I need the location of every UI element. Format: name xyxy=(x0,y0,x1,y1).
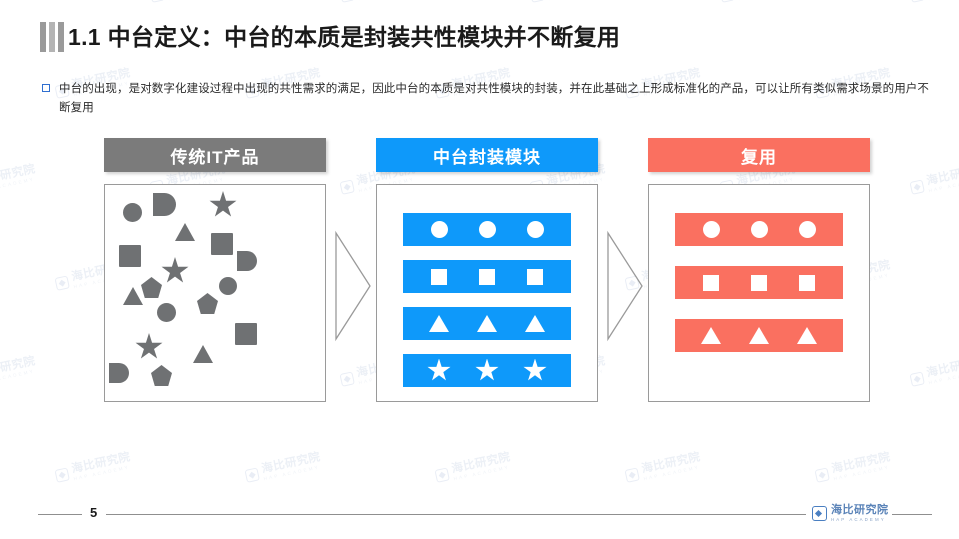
brand-logo: 海比研究院 HAP ACADEMY xyxy=(812,505,889,522)
panel-header-reuse: 复用 xyxy=(648,138,870,172)
watermark-logo-icon xyxy=(624,467,640,483)
scatter-shape-triangle xyxy=(175,223,195,241)
star-icon xyxy=(523,358,547,381)
scatter-shape-pentagon xyxy=(141,277,162,298)
brand-logo-cn: 海比研究院 xyxy=(831,504,889,516)
watermark-cn: 海比研究院 xyxy=(450,451,512,476)
circle-icon xyxy=(430,221,448,238)
triangle-icon xyxy=(477,315,497,332)
panel-header-midplatform: 中台封装模块 xyxy=(376,138,598,172)
panel-header-traditional: 传统IT产品 xyxy=(104,138,326,172)
panel-body-midplatform xyxy=(376,184,598,402)
slide-footer: 5 海比研究院 HAP ACADEMY xyxy=(0,491,959,539)
module-bar-triangle xyxy=(403,307,571,340)
title-bar-1 xyxy=(40,22,46,52)
scatter-shape-triangle xyxy=(123,287,143,305)
slide-header: 1.1 中台定义：中台的本质是封装共性模块并不断复用 xyxy=(0,0,959,66)
watermark-logo-icon xyxy=(814,467,830,483)
watermark-logo-icon xyxy=(244,467,260,483)
module-bar-circle xyxy=(403,213,571,246)
panel-body-reuse xyxy=(648,184,870,402)
diagram-column-reuse: 复用 xyxy=(648,138,870,402)
square-icon xyxy=(431,268,447,285)
watermark-en: HAP ACADEMY xyxy=(73,463,131,481)
bullet-text: 中台的出现，是对数字化建设过程中出现的共性需求的满足，因此中台的本质是对共性模块… xyxy=(59,83,929,114)
title-bar-2 xyxy=(49,22,55,52)
square-icon xyxy=(703,274,719,291)
scatter-shape-circle xyxy=(157,303,176,322)
watermark-cn: 海比研究院 xyxy=(640,451,702,476)
module-bar-triangle xyxy=(675,319,843,352)
watermark-en: HAP ACADEMY xyxy=(453,463,511,481)
scatter-shape-star xyxy=(209,191,237,217)
triangle-icon xyxy=(797,327,817,344)
circle-icon xyxy=(478,221,496,238)
diagram-column-midplatform: 中台封装模块 xyxy=(376,138,598,402)
scatter-shape-circle xyxy=(123,203,142,222)
watermark-cn: 海比研究院 xyxy=(830,451,892,476)
triangle-icon xyxy=(749,327,769,344)
page-number: 5 xyxy=(90,505,98,520)
triangle-icon xyxy=(429,315,449,332)
footer-rule-middle xyxy=(106,514,806,515)
module-bar-circle xyxy=(675,213,843,246)
scatter-shape-circle xyxy=(219,277,237,295)
bullet-square-icon xyxy=(42,84,50,92)
footer-rule-left xyxy=(38,514,82,515)
scatter-shape-star xyxy=(135,333,163,359)
square-icon xyxy=(799,274,815,291)
scatter-shape-square xyxy=(211,233,233,255)
scatter-shape-square xyxy=(235,323,257,345)
module-bar-square xyxy=(675,266,843,299)
module-bars-blue xyxy=(403,213,571,387)
title-decoration-bars xyxy=(40,22,64,52)
watermark-en: HAP ACADEMY xyxy=(833,463,891,481)
square-icon xyxy=(527,268,543,285)
module-bars-coral xyxy=(675,213,843,352)
diagram: 传统IT产品 中台封装模块 复用 xyxy=(0,138,959,438)
scatter-shape-dshape xyxy=(237,251,257,271)
panel-body-traditional xyxy=(104,184,326,402)
watermark-en: HAP ACADEMY xyxy=(643,463,701,481)
module-bar-square xyxy=(403,260,571,293)
scattered-shapes-group xyxy=(105,185,325,401)
circle-icon xyxy=(798,221,816,238)
watermark-logo-icon xyxy=(434,467,450,483)
module-bar-star xyxy=(403,354,571,387)
circle-icon xyxy=(526,221,544,238)
star-icon xyxy=(427,358,451,381)
scatter-shape-pentagon xyxy=(151,365,172,386)
star-icon xyxy=(475,358,499,381)
circle-icon xyxy=(702,221,720,238)
arrow-right-icon-1 xyxy=(332,230,374,342)
brand-logo-en: HAP ACADEMY xyxy=(831,517,886,522)
square-icon xyxy=(479,268,495,285)
watermark-logo-icon xyxy=(54,467,70,483)
scatter-shape-pentagon xyxy=(197,293,218,314)
scatter-shape-dshape xyxy=(153,193,176,216)
watermark-en: HAP ACADEMY xyxy=(263,463,321,481)
diagram-column-traditional: 传统IT产品 xyxy=(104,138,326,402)
watermark-cn: 海比研究院 xyxy=(70,451,132,476)
scatter-shape-square xyxy=(119,245,141,267)
scatter-shape-triangle xyxy=(193,345,213,363)
circle-icon xyxy=(750,221,768,238)
watermark-cn: 海比研究院 xyxy=(260,451,322,476)
scatter-shape-dshape xyxy=(109,363,129,383)
square-icon xyxy=(751,274,767,291)
triangle-icon xyxy=(701,327,721,344)
triangle-icon xyxy=(525,315,545,332)
page-title: 1.1 中台定义：中台的本质是封装共性模块并不断复用 xyxy=(68,24,621,50)
title-bar-3 xyxy=(58,22,64,52)
brand-logo-icon xyxy=(812,506,827,522)
scatter-shape-star xyxy=(161,257,189,283)
arrow-right-icon-2 xyxy=(604,230,646,342)
bullet-block: 中台的出现，是对数字化建设过程中出现的共性需求的满足，因此中台的本质是对共性模块… xyxy=(42,80,932,118)
footer-rule-right xyxy=(892,514,932,515)
